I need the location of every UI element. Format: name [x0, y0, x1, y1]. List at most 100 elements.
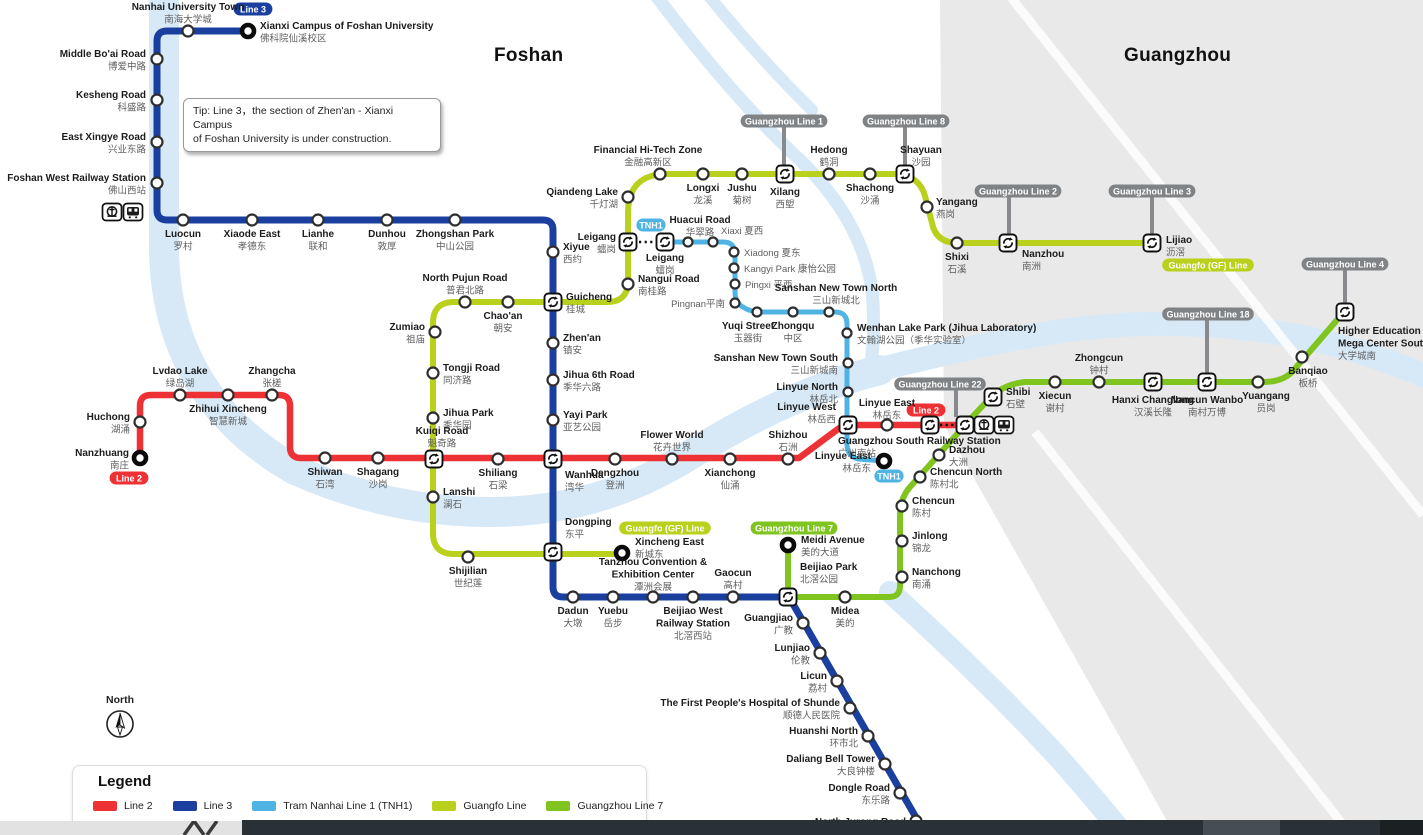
interchange-icon	[655, 232, 675, 252]
interchange-icon	[543, 449, 563, 469]
line-badge-guangzhou-line-18: Guangzhou Line 18	[1162, 307, 1254, 321]
station-name-zh: 龙溪	[693, 195, 713, 207]
station-xiyue	[546, 245, 560, 259]
station-yuqi-street	[751, 306, 763, 318]
station-marker	[895, 534, 909, 548]
station-name-zh: 锦龙	[912, 543, 932, 555]
line-badge-guangfo-gf-line: Guangfo (GF) Line	[619, 521, 711, 535]
station-name-zh: 石溪	[947, 264, 967, 276]
station-hanxi-changlong	[1143, 372, 1163, 392]
station-foshan-west-railway-station	[150, 176, 164, 190]
station-name-en: Zhongshan Park	[416, 229, 495, 240]
line-badge-text: TNH1	[877, 471, 901, 481]
station-name-zh: 湾华	[565, 482, 585, 494]
terminus-marker	[779, 536, 797, 554]
station-label-pingnan-label: Pingnan平南	[671, 298, 725, 310]
station-zumiao	[428, 325, 442, 339]
station-marker	[729, 297, 741, 309]
station-marker	[621, 277, 635, 291]
station-name-en: Jihua 6th Road	[563, 370, 635, 381]
station-nangui-road	[621, 277, 635, 291]
station-name-en: Longxi	[687, 183, 720, 194]
station-name-zh: 谢村	[1045, 403, 1065, 415]
station-shayuan	[895, 164, 915, 184]
station-marker	[318, 451, 332, 465]
station-higher-education-mega-center-south	[1335, 302, 1355, 322]
station-name-zh: 中山公园	[436, 241, 474, 253]
line-badge-text: Line 3	[240, 4, 266, 14]
line-badge-text: Guangfo (GF) Line	[626, 523, 705, 533]
station-shijilian	[461, 550, 475, 564]
station-east-xingye-road	[150, 135, 164, 149]
station-name-en: Xiyue	[563, 242, 590, 253]
station-name-zh: 魁奇路	[428, 438, 457, 450]
station-name-en: Lianhe	[302, 229, 335, 240]
station-name-zh: 敦厚	[377, 241, 397, 253]
station-name-zh: 孝德东	[238, 241, 267, 253]
station-financial-hi-tech-zone	[653, 167, 667, 181]
station-jinlong	[895, 534, 909, 548]
interchange-icon	[1143, 372, 1163, 392]
station-name-en: Zhen'an	[563, 333, 601, 344]
station-name-zh: 普君北路	[446, 285, 485, 297]
footer-logo-fragment	[182, 821, 219, 835]
line-badge-tnh1-2: TNH1	[874, 469, 904, 483]
station-name-en: Sanshan New Town North	[775, 283, 898, 294]
station-name-en: Licun	[800, 671, 827, 682]
station-name-zh: Kangyi Park 康怡公园	[744, 263, 836, 275]
station-marker	[265, 388, 279, 402]
station-name-zh: 石梁	[488, 480, 508, 492]
station-name-en: Hedong	[810, 145, 847, 156]
station-marker	[608, 452, 622, 466]
station-marker	[843, 701, 857, 715]
station-marker	[796, 616, 810, 630]
station-name-zh: 林岳西	[807, 414, 836, 426]
station-name-en: Huacui Road	[669, 215, 730, 226]
station-name-zh: 陈村北	[930, 479, 959, 491]
station-marker	[861, 729, 875, 743]
station-name-en: Midea	[831, 606, 860, 617]
station-name-zh: 环市北	[829, 738, 858, 750]
station-name-en: Shayuan	[900, 145, 942, 156]
station-marker	[729, 278, 741, 290]
station-name-en: Wanhua	[565, 470, 604, 481]
station-label-tanzhou-convention-exhibition-center-label: Tanzhou Convention &Exhibition Center潭洲会…	[599, 557, 707, 593]
station-name-en: Huchong	[87, 412, 130, 423]
station-shixi	[950, 236, 964, 250]
station-guicheng	[543, 292, 563, 312]
station-lijiao	[1142, 233, 1162, 253]
station-name-zh: 高村	[723, 580, 743, 592]
station-name-zh: 兴业东路	[108, 144, 147, 156]
station-label-wenhan-lake-park-jihua-laboratory-label: Wenhan Lake Park (Jihua Laboratory)文翰湖公园…	[857, 323, 1036, 347]
station-shizhou	[781, 452, 795, 466]
footer-bar-end	[1380, 820, 1423, 835]
station-marker	[371, 451, 385, 465]
station-marker	[176, 213, 190, 227]
station-name-en: Shixi	[945, 252, 969, 263]
interchange-icon	[998, 233, 1018, 253]
guangfo-color-chip	[432, 801, 457, 811]
station-name-zh: 沙园	[911, 158, 930, 169]
line-badge-text: Guangfo (GF) Line	[1169, 260, 1248, 270]
station-yuangang	[1251, 375, 1265, 389]
station-name-zh: 智慧新城	[209, 416, 248, 428]
legend-title: Legend	[98, 773, 152, 790]
station-name-en: Yangang	[936, 197, 978, 208]
